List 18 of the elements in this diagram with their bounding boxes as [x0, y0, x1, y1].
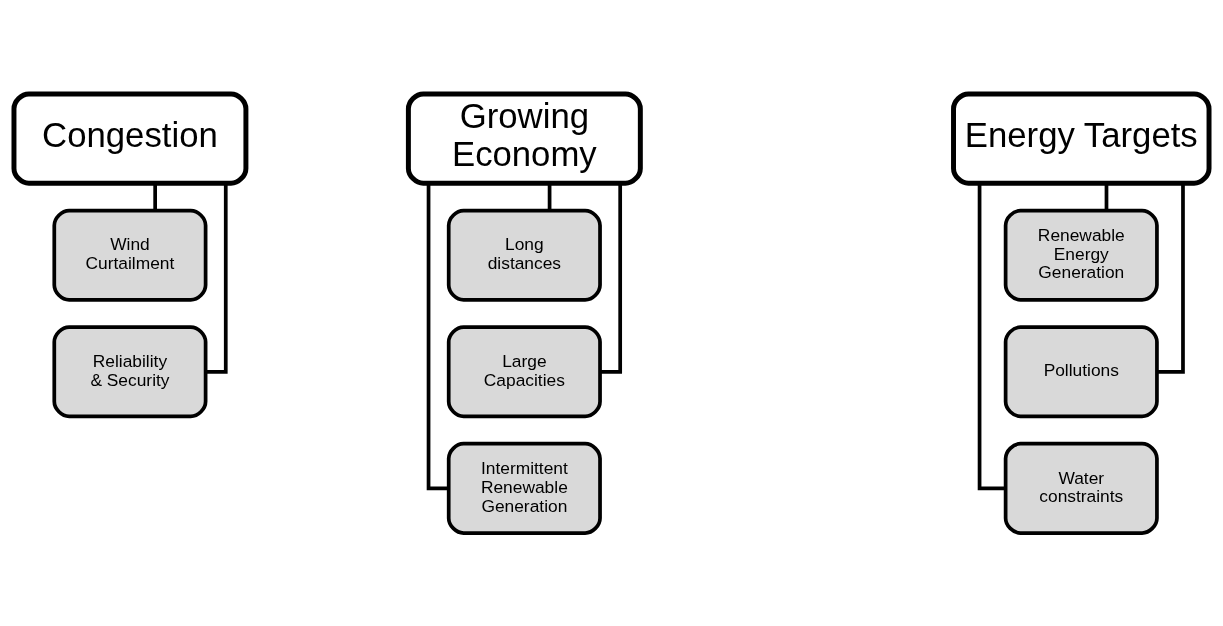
node-box: Growing Economy — [405, 90, 643, 186]
node-box: Renewable Energy Generation — [1003, 208, 1159, 302]
connector — [153, 182, 157, 210]
node-box: Intermittent Renewable Generation — [446, 441, 602, 535]
node-box: Energy Targets — [951, 90, 1212, 186]
connector — [547, 182, 552, 210]
connector — [977, 182, 1006, 490]
node-box: Long distances — [446, 208, 602, 302]
connector — [600, 183, 623, 374]
node-box: Congestion — [11, 90, 249, 186]
connector — [1104, 182, 1109, 210]
node-box: Water constraints — [1003, 441, 1159, 535]
node-box: Wind Curtailment — [52, 208, 208, 302]
node-box: Reliability & Security — [52, 324, 208, 418]
connector — [426, 182, 449, 490]
connector — [1157, 183, 1185, 374]
node-box: Pollutions — [1003, 324, 1159, 418]
node-box: Large Capacities — [446, 324, 602, 418]
